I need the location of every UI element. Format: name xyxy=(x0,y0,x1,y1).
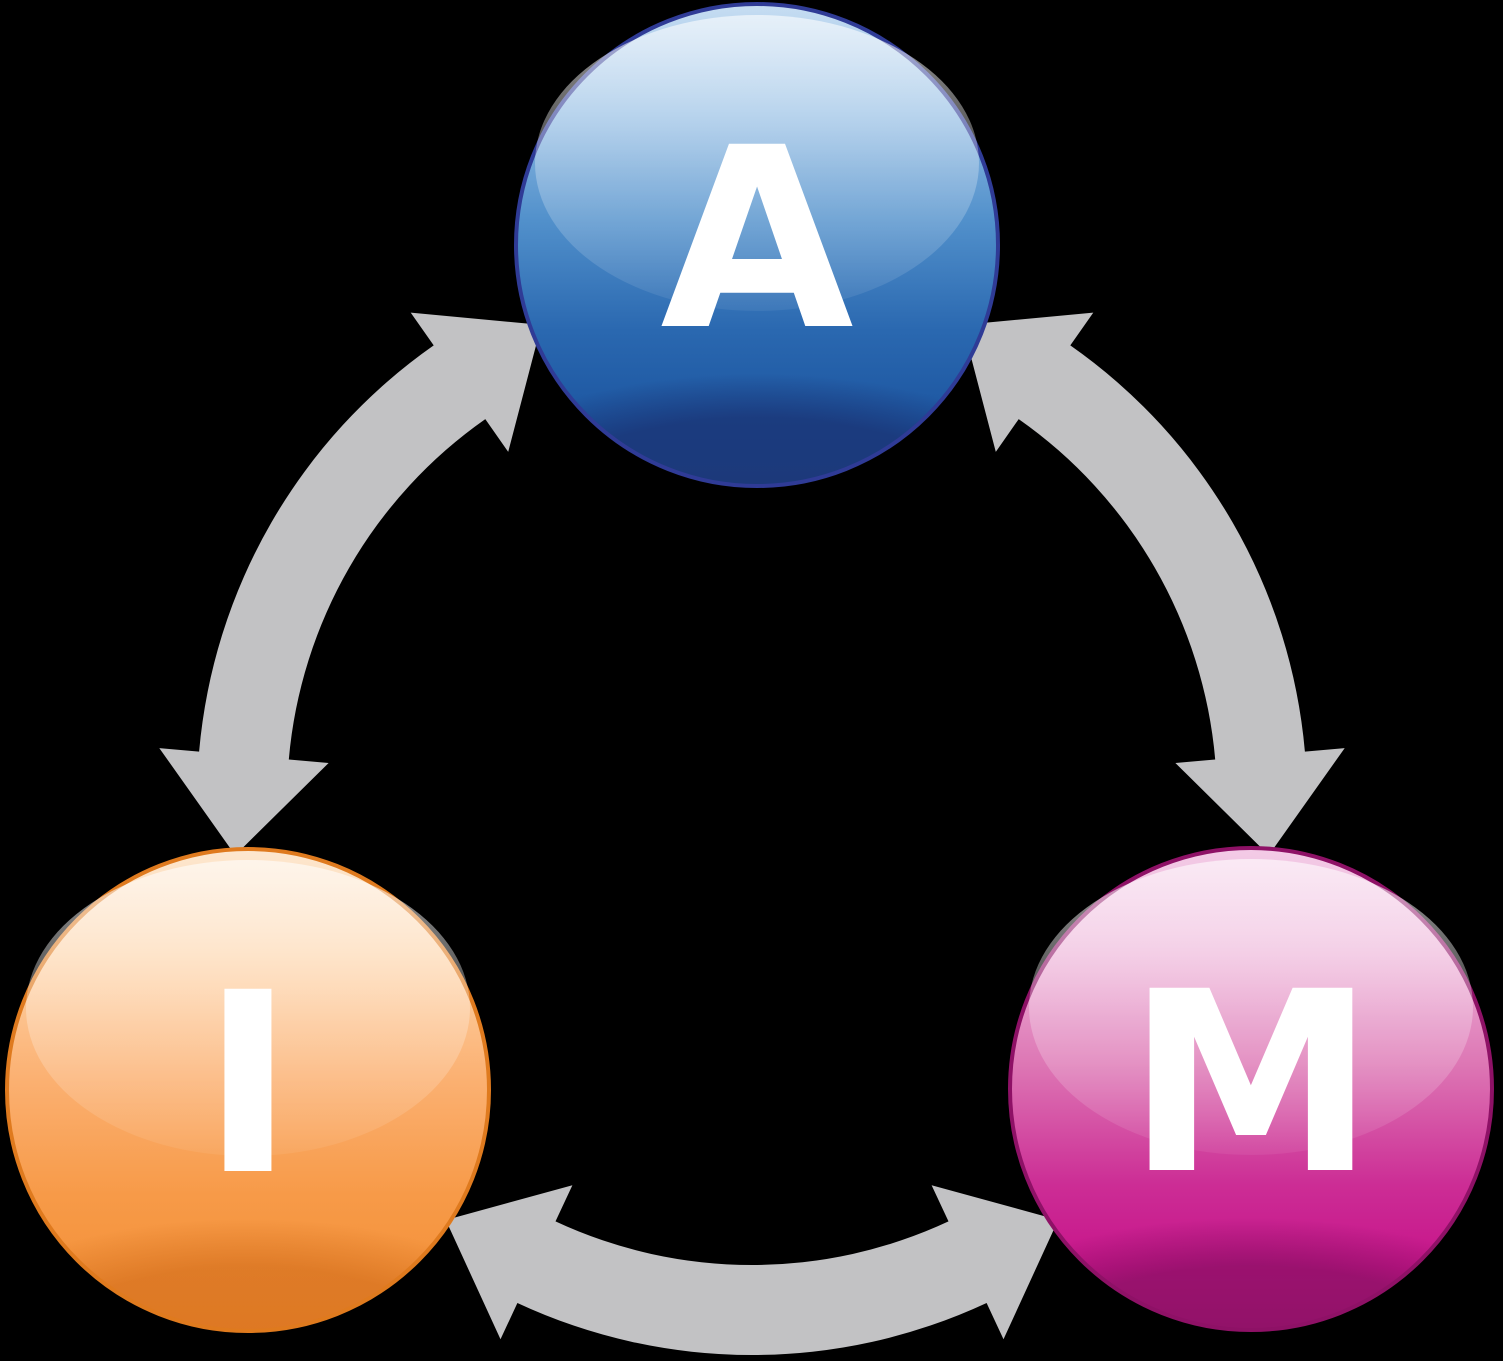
node-a: A xyxy=(514,2,1000,488)
node-i-label: I xyxy=(201,939,295,1230)
node-m-label: M xyxy=(1126,938,1376,1229)
node-m: M xyxy=(1008,846,1494,1332)
arrow-a-m xyxy=(962,312,1345,856)
node-i: I xyxy=(5,847,491,1333)
node-a-label: A xyxy=(660,94,854,385)
arrow-a-i xyxy=(159,312,542,856)
arrow-i-m xyxy=(445,1185,1059,1356)
